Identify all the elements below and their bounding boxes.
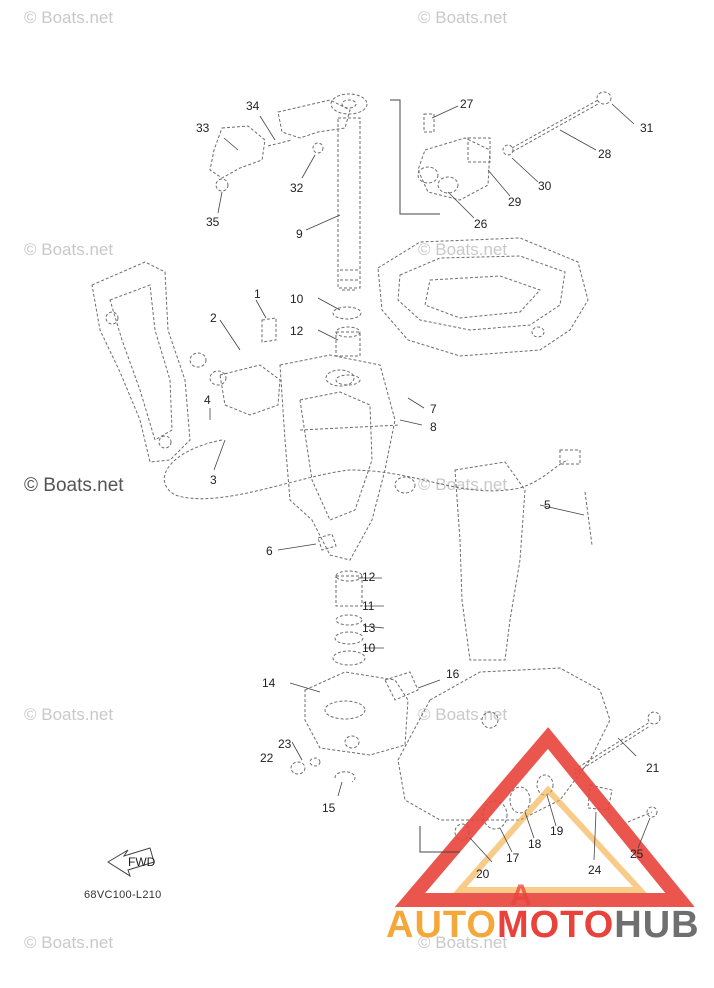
steering-bracket xyxy=(209,99,351,192)
callout-1: 1 xyxy=(254,287,261,301)
callout-9: 9 xyxy=(296,227,303,241)
bushings-washers xyxy=(332,306,366,666)
watermark: © Boats.net xyxy=(24,475,124,496)
clamp-bracket xyxy=(91,261,207,463)
callout-8: 8 xyxy=(430,420,437,434)
callout-33: 33 xyxy=(196,121,210,135)
callout-29: 29 xyxy=(508,195,522,209)
callout-27: 27 xyxy=(460,97,474,111)
callout-22: 22 xyxy=(260,751,274,765)
callout-21: 21 xyxy=(646,761,660,775)
callout-26: 26 xyxy=(474,217,488,231)
callout-labels: 1 2 3 4 5 6 7 8 9 10 10 11 12 12 13 14 1… xyxy=(196,97,660,881)
watermark: © Boats.net xyxy=(24,705,114,724)
brand-wordmark: AUTOMOTOHUB xyxy=(386,904,700,947)
callout-28: 28 xyxy=(598,147,612,161)
lower-mount xyxy=(290,671,419,783)
diagram-code: 68VC100-L210 xyxy=(84,889,162,901)
callout-34: 34 xyxy=(246,99,260,113)
svg-text:A: A xyxy=(510,879,532,912)
callout-10: 10 xyxy=(290,292,304,306)
callout-15: 15 xyxy=(322,801,336,815)
lower-casing xyxy=(397,461,611,821)
watermark: © Boats.net xyxy=(24,933,114,952)
callout-5: 5 xyxy=(544,498,551,512)
watermark: © Boats.net xyxy=(24,240,114,259)
callout-24: 24 xyxy=(588,863,602,877)
callout-2: 2 xyxy=(210,311,217,325)
callout-14: 14 xyxy=(262,676,276,690)
callout-25: 25 xyxy=(630,847,644,861)
watermark: © Boats.net xyxy=(418,475,508,494)
brand-part-3: HUB xyxy=(614,904,700,946)
watermark: © Boats.net xyxy=(418,8,508,27)
bottom-cowling xyxy=(377,237,589,357)
callout-35: 35 xyxy=(206,215,220,229)
fwd-arrow-icon: FWD xyxy=(107,847,156,878)
callout-23: 23 xyxy=(278,737,292,751)
callout-12: 12 xyxy=(362,570,376,584)
callout-17: 17 xyxy=(506,851,520,865)
callout-7: 7 xyxy=(430,402,437,416)
callout-12: 12 xyxy=(290,324,304,338)
callout-3: 3 xyxy=(210,473,217,487)
fwd-label: FWD xyxy=(128,855,156,869)
watermark: © Boats.net xyxy=(24,8,114,27)
watermark: © Boats.net xyxy=(418,240,508,259)
brand-logo: A xyxy=(394,727,695,912)
callout-11: 11 xyxy=(362,599,375,613)
leader-lines xyxy=(209,99,651,863)
callout-19: 19 xyxy=(550,824,564,838)
callout-31: 31 xyxy=(640,121,654,135)
brand-part-2: MOTO xyxy=(496,904,615,946)
callout-20: 20 xyxy=(476,867,490,881)
callout-4: 4 xyxy=(204,393,211,407)
swivel-bracket xyxy=(209,317,416,561)
callout-18: 18 xyxy=(528,837,542,851)
brand-part-1: AUTO xyxy=(386,904,497,946)
through-bolt xyxy=(502,91,612,156)
callout-16: 16 xyxy=(446,667,460,681)
callout-13: 13 xyxy=(362,621,376,635)
watermark: © Boats.net xyxy=(418,705,508,724)
upper-mount xyxy=(417,113,491,201)
steering-shaft xyxy=(330,93,368,291)
callout-32: 32 xyxy=(290,181,304,195)
callout-10: 10 xyxy=(362,641,376,655)
callout-6: 6 xyxy=(266,544,273,558)
wire-harness xyxy=(163,424,593,551)
callout-30: 30 xyxy=(538,179,552,193)
watermark: © Boats.net xyxy=(418,933,508,952)
